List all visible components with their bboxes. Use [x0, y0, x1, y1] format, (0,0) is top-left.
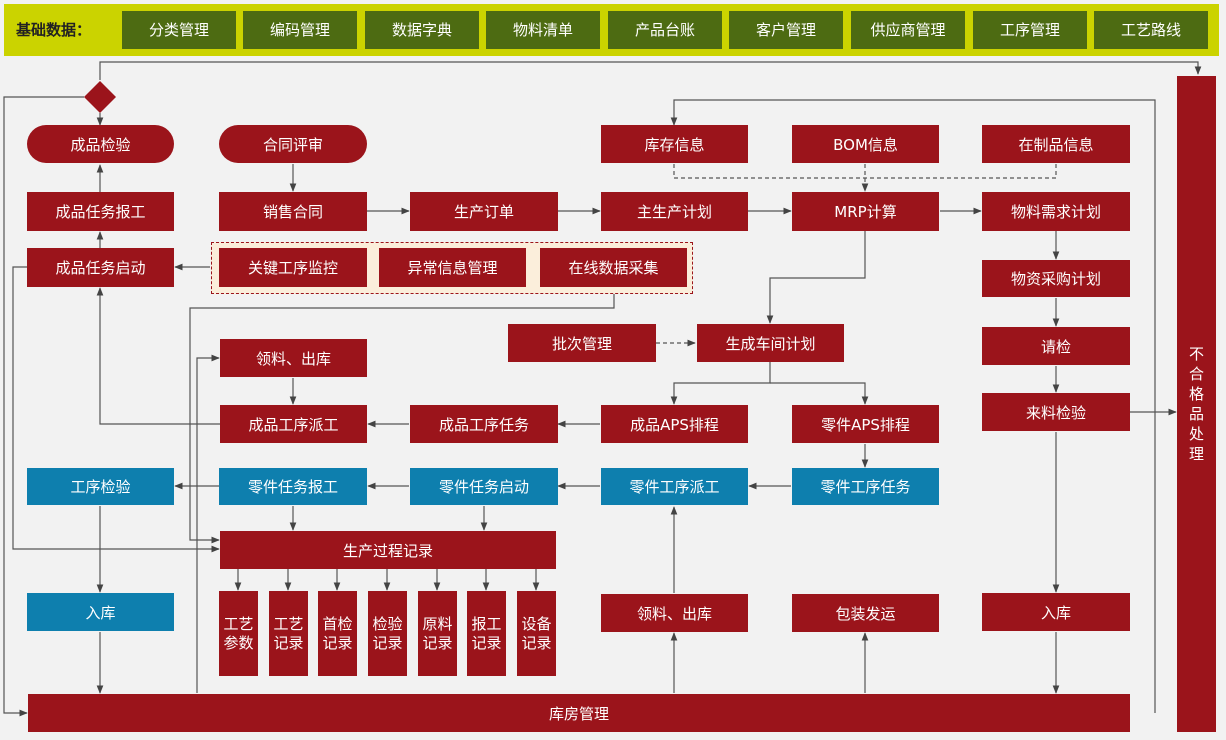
warehouse-node[interactable]: 库房管理: [28, 694, 1130, 732]
master-data-item[interactable]: 客户管理: [729, 11, 843, 49]
request-inspect-node[interactable]: 请检: [982, 327, 1130, 365]
master-data-label: 基础数据：: [16, 21, 92, 39]
master-data-item[interactable]: 工序管理: [973, 11, 1087, 49]
finished-task-report-node[interactable]: 成品任务报工: [27, 192, 174, 231]
part-task-report-node[interactable]: 零件任务报工: [219, 468, 367, 505]
finished-dispatch-node[interactable]: 成品工序派工: [220, 405, 367, 443]
finished-inspect-node[interactable]: 成品检验: [27, 125, 174, 163]
process-inspect-node[interactable]: 工序检验: [27, 468, 174, 505]
nonconforming-node[interactable]: 不合格品处理: [1177, 76, 1216, 732]
record-item[interactable]: 首检记录: [318, 591, 357, 676]
part-process-task-node[interactable]: 零件工序任务: [792, 468, 939, 505]
nonconforming-label: 不合格品处理: [1188, 345, 1204, 463]
bom-info-node[interactable]: BOM信息: [792, 125, 939, 163]
batch-mgmt-node[interactable]: 批次管理: [508, 324, 656, 362]
wip-info-node[interactable]: 在制品信息: [982, 125, 1130, 163]
decision-diamond: [84, 81, 116, 113]
contract-review-node[interactable]: 合同评审: [219, 125, 367, 163]
material-req-plan-node[interactable]: 物料需求计划: [982, 192, 1130, 231]
online-collect-node[interactable]: 在线数据采集: [540, 248, 687, 287]
record-item[interactable]: 报工记录: [467, 591, 506, 676]
purchase-plan-node[interactable]: 物资采购计划: [982, 260, 1130, 297]
master-data-item[interactable]: 供应商管理: [851, 11, 965, 49]
inventory-info-node[interactable]: 库存信息: [601, 125, 748, 163]
master-data-item[interactable]: 编码管理: [243, 11, 357, 49]
finished-task-start-node[interactable]: 成品任务启动: [27, 248, 174, 287]
part-aps-node[interactable]: 零件APS排程: [792, 405, 939, 443]
record-item[interactable]: 工艺记录: [269, 591, 308, 676]
pick-out-node[interactable]: 领料、出库: [220, 339, 367, 377]
record-item[interactable]: 工艺参数: [219, 591, 258, 676]
production-order-node[interactable]: 生产订单: [410, 192, 558, 231]
finished-aps-node[interactable]: 成品APS排程: [601, 405, 748, 443]
record-item[interactable]: 原料记录: [418, 591, 457, 676]
master-data-item[interactable]: 物料清单: [486, 11, 600, 49]
mrp-node[interactable]: MRP计算: [792, 192, 939, 231]
master-data-item[interactable]: 分类管理: [122, 11, 236, 49]
stock-in-node[interactable]: 入库: [27, 593, 174, 631]
sales-contract-node[interactable]: 销售合同: [219, 192, 367, 231]
exception-mgmt-node[interactable]: 异常信息管理: [379, 248, 526, 287]
pack-ship-node[interactable]: 包装发运: [792, 594, 939, 632]
master-data-item[interactable]: 工艺路线: [1094, 11, 1208, 49]
master-data-item[interactable]: 产品台账: [608, 11, 722, 49]
workshop-plan-node[interactable]: 生成车间计划: [697, 324, 844, 362]
master-data-item[interactable]: 数据字典: [365, 11, 479, 49]
pick-out-node[interactable]: 领料、出库: [601, 594, 748, 632]
production-record-node[interactable]: 生产过程记录: [220, 531, 556, 569]
record-item[interactable]: 设备记录: [517, 591, 556, 676]
stock-in-node[interactable]: 入库: [982, 593, 1130, 631]
finished-process-task-node[interactable]: 成品工序任务: [410, 405, 558, 443]
incoming-inspect-node[interactable]: 来料检验: [982, 393, 1130, 431]
part-task-start-node[interactable]: 零件任务启动: [410, 468, 558, 505]
master-plan-node[interactable]: 主生产计划: [601, 192, 748, 231]
part-dispatch-node[interactable]: 零件工序派工: [601, 468, 748, 505]
record-item[interactable]: 检验记录: [368, 591, 407, 676]
key-process-monitor-node[interactable]: 关键工序监控: [219, 248, 367, 287]
master-data-bar: 基础数据： 分类管理 编码管理 数据字典 物料清单 产品台账 客户管理 供应商管…: [4, 4, 1219, 56]
